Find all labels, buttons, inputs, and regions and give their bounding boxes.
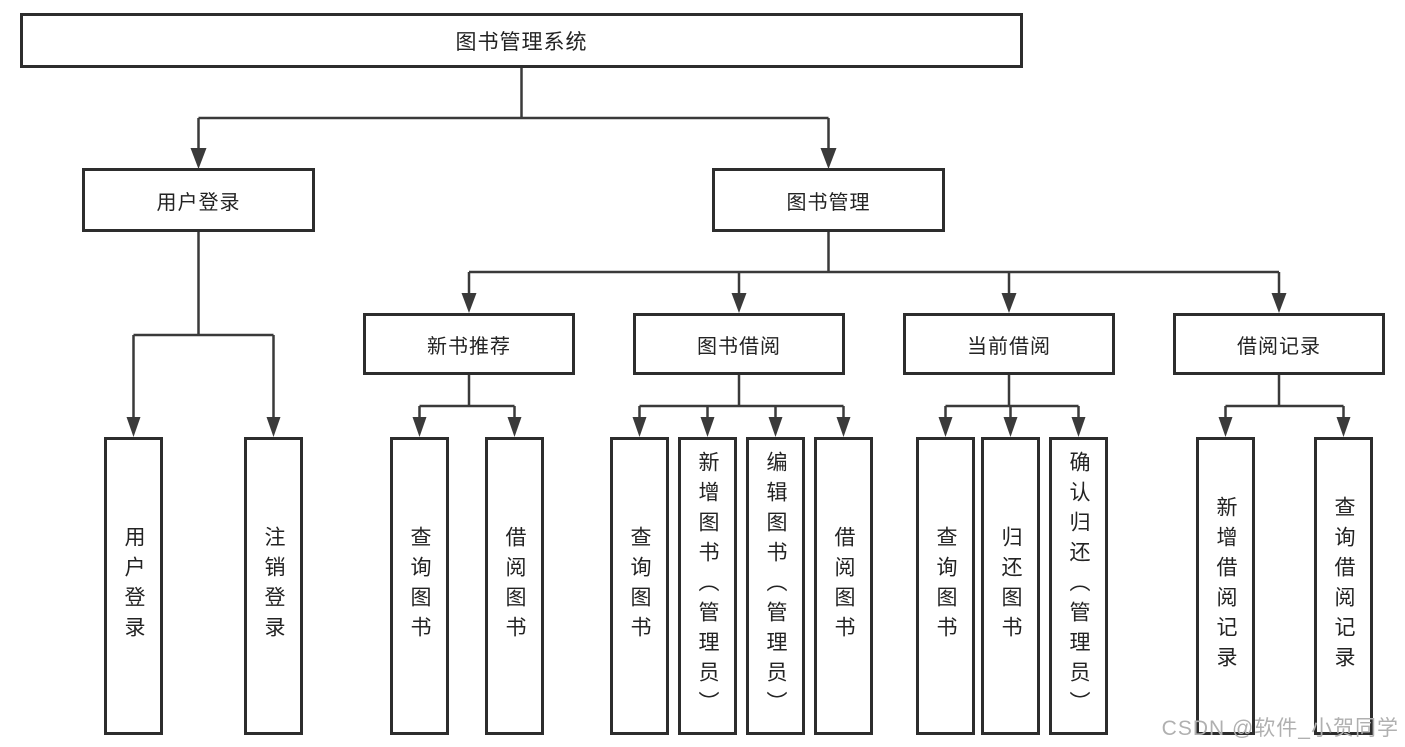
leaf-borrowing-add-books-admin-label: 新增图书（管理员） <box>696 451 719 721</box>
leaf-borrowing-borrow-books-label: 借阅图书 <box>832 526 855 646</box>
leaf-borrowing-query-books: 查询图书 <box>610 437 669 735</box>
node-root-label: 图书管理系统 <box>455 30 588 54</box>
leaf-current-query-books-label: 查询图书 <box>934 526 957 646</box>
leaf-current-confirm-return-admin: 确认归还（管理员） <box>1049 437 1108 735</box>
leaf-user-login-label: 用户登录 <box>122 526 145 646</box>
leaf-borrowing-edit-books-admin-label: 编辑图书（管理员） <box>764 451 787 721</box>
leaf-newbooks-query-books-label: 查询图书 <box>408 526 431 646</box>
node-root: 图书管理系统 <box>20 13 1023 68</box>
node-current-borrowing: 当前借阅 <box>903 313 1115 375</box>
connector-book-management-sections <box>467 232 1281 296</box>
node-user-login: 用户登录 <box>82 168 315 232</box>
leaf-records-query-borrow-record: 查询借阅记录 <box>1314 437 1373 735</box>
leaf-newbooks-borrow-books-label: 借阅图书 <box>503 526 526 646</box>
leaf-borrowing-add-books-admin: 新增图书（管理员） <box>678 437 737 735</box>
leaf-current-confirm-return-admin-label: 确认归还（管理员） <box>1067 451 1090 721</box>
node-book-management-label: 图书管理 <box>786 191 871 214</box>
leaf-current-query-books: 查询图书 <box>916 437 975 735</box>
leaf-current-return-books: 归还图书 <box>981 437 1040 735</box>
leaf-newbooks-query-books: 查询图书 <box>390 437 449 735</box>
node-new-book-recommendation: 新书推荐 <box>363 313 575 375</box>
node-new-book-recommendation-label: 新书推荐 <box>427 335 511 358</box>
connector-current-children <box>944 375 1080 421</box>
node-current-borrowing-label: 当前借阅 <box>967 335 1051 358</box>
leaf-borrowing-edit-books-admin: 编辑图书（管理员） <box>746 437 805 735</box>
node-book-management: 图书管理 <box>712 168 945 232</box>
node-borrowing-records-label: 借阅记录 <box>1237 335 1321 358</box>
node-user-login-label: 用户登录 <box>156 191 241 214</box>
leaf-borrowing-query-books-label: 查询图书 <box>628 526 651 646</box>
watermark-text: CSDN @软件_小贺同学 <box>1161 717 1399 740</box>
connector-root-to-level2 <box>197 68 830 151</box>
leaf-logout-login-label: 注销登录 <box>262 526 285 646</box>
arrowheads <box>126 148 1351 437</box>
leaf-user-login: 用户登录 <box>104 437 163 735</box>
leaf-logout-login: 注销登录 <box>244 437 303 735</box>
leaf-records-query-borrow-record-label: 查询借阅记录 <box>1332 496 1355 676</box>
leaf-records-add-borrow-record-label: 新增借阅记录 <box>1214 496 1237 676</box>
leaf-newbooks-borrow-books: 借阅图书 <box>485 437 544 735</box>
connector-records-children <box>1224 375 1345 421</box>
connector-borrowing-children <box>638 375 845 421</box>
node-book-borrowing-label: 图书借阅 <box>697 335 781 358</box>
connector-user-login-children <box>132 232 275 420</box>
connector-new-books-children <box>418 375 516 421</box>
node-book-borrowing: 图书借阅 <box>633 313 845 375</box>
leaf-borrowing-borrow-books: 借阅图书 <box>814 437 873 735</box>
leaf-current-return-books-label: 归还图书 <box>999 526 1022 646</box>
node-borrowing-records: 借阅记录 <box>1173 313 1385 375</box>
leaf-records-add-borrow-record: 新增借阅记录 <box>1196 437 1255 735</box>
